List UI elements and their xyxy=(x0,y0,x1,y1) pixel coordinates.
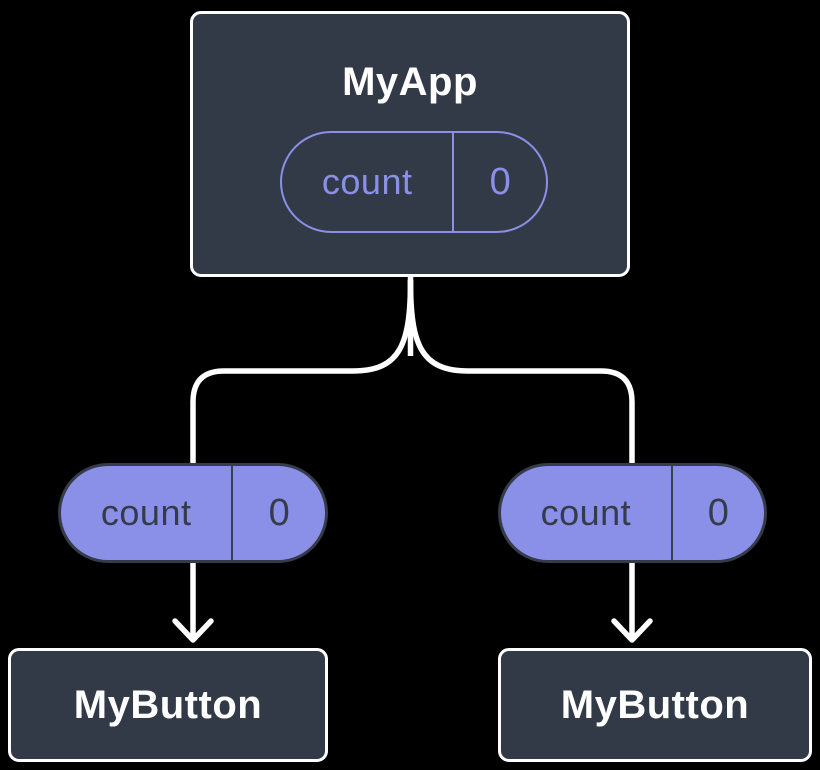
prop-pill-right: count 0 xyxy=(498,463,767,563)
state-pill-name: count xyxy=(282,133,455,231)
node-myapp: MyApp count 0 xyxy=(190,11,630,277)
node-mybutton-right-title: MyButton xyxy=(560,682,750,727)
prop-pill-left: count 0 xyxy=(58,463,328,563)
state-pill: count 0 xyxy=(280,131,548,233)
prop-pill-right-name: count xyxy=(501,466,673,560)
node-mybutton-left-title: MyButton xyxy=(73,682,263,727)
node-mybutton-left: MyButton xyxy=(8,648,328,762)
node-mybutton-right: MyButton xyxy=(498,648,812,762)
prop-pill-left-name: count xyxy=(61,466,234,560)
down-arrowhead-right-icon xyxy=(611,618,653,643)
node-myapp-title: MyApp xyxy=(342,60,478,104)
connector-branch-left xyxy=(190,279,414,637)
connector-branch-right xyxy=(407,279,635,637)
down-arrowhead-left-icon xyxy=(172,618,214,643)
prop-pill-left-value: 0 xyxy=(268,491,290,534)
prop-pill-right-value: 0 xyxy=(707,491,729,534)
state-pill-value: 0 xyxy=(489,160,511,203)
